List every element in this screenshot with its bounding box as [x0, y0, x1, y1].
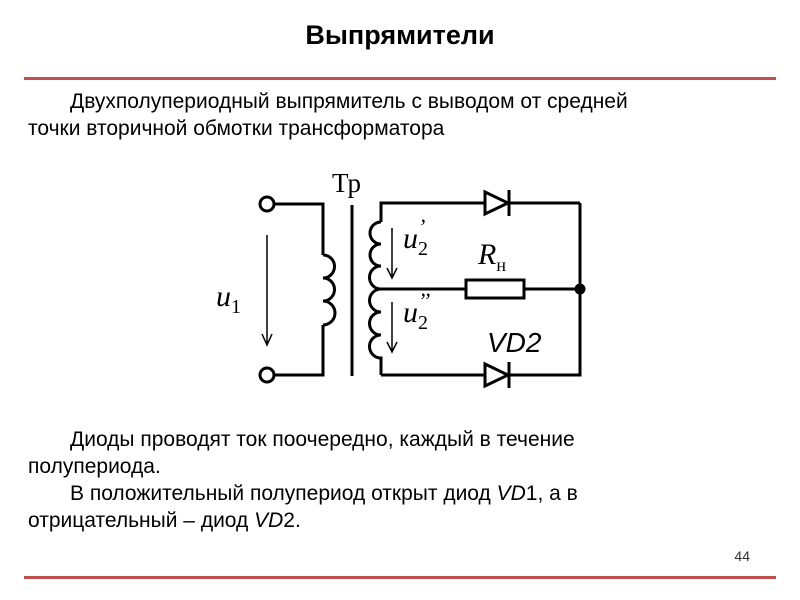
input-terminal-top [258, 195, 276, 213]
transformer-label: Тр [332, 168, 361, 198]
page-number: 44 [734, 548, 750, 564]
load-label: Rн [478, 238, 506, 275]
primary-coil [322, 253, 337, 327]
slide-title: Выпрямители [305, 20, 495, 50]
u2-prime-label: u2’ [403, 214, 428, 260]
body-text: Диоды проводят ток поочередно, каждый в … [28, 428, 578, 532]
load-resistor [464, 278, 526, 300]
u1-label: u1 [216, 280, 241, 318]
diode-vd1 [483, 189, 512, 217]
top-divider [24, 77, 776, 80]
primary-wires [274, 202, 325, 377]
diode-label: VD2 [487, 327, 542, 358]
bottom-divider [24, 576, 776, 579]
diode-vd2 [483, 361, 512, 389]
secondary-wires [379, 201, 582, 377]
input-terminal-bottom [258, 366, 276, 384]
voltage-arrows [261, 228, 398, 354]
secondary-coil [368, 220, 383, 375]
junction-dot [574, 283, 586, 295]
u2-double-prime-label: u2’’ [403, 288, 431, 334]
intro-text: Двухполупериодный выпрямитель с выводом … [28, 90, 628, 140]
